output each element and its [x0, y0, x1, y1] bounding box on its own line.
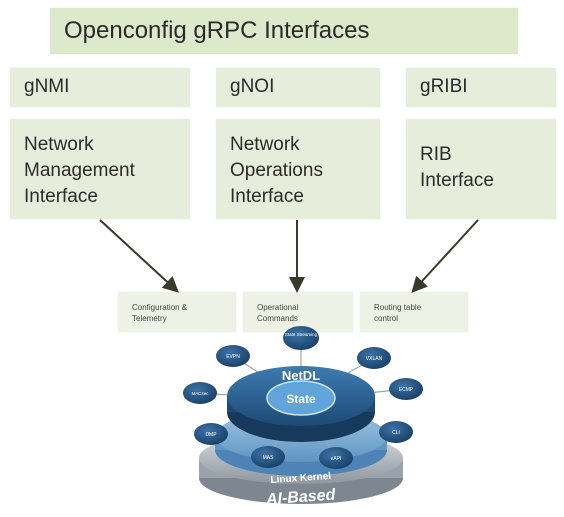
gribi-header-box: gRIBI	[406, 68, 556, 107]
node-macsec: MACsec	[183, 382, 217, 404]
title-box: Openconfig gRPC Interfaces	[50, 8, 518, 54]
gnoi-description-box: Network Operations Interface	[216, 119, 380, 219]
function-1-line-2: Telemetry	[132, 314, 167, 323]
gnoi-desc-line-3: Interface	[230, 186, 304, 207]
node-evpn: EVPN	[216, 345, 250, 367]
gribi-desc-line-1: RIB	[420, 144, 452, 165]
function-box-config-telemetry: Configuration & Telemetry	[118, 292, 236, 332]
function-2-line-1: Operational	[257, 303, 299, 312]
gnoi-label: gNOI	[230, 76, 275, 97]
state-core	[266, 380, 336, 416]
function-1-line-1: Configuration &	[132, 303, 188, 312]
function-3-line-2: control	[374, 314, 399, 323]
function-box-routing: Routing table control	[360, 292, 468, 332]
gnoi-desc-line-1: Network	[230, 134, 300, 155]
gnmi-label: gNMI	[24, 76, 70, 97]
node-vxlan: VXLAN	[357, 347, 391, 369]
node-eapi: eAPI	[319, 447, 353, 469]
node-dmp: DMP	[194, 423, 228, 445]
gnoi-desc-line-2: Operations	[230, 160, 323, 181]
linux-kernel-label: Linux Kernel	[270, 471, 331, 486]
diagram-title: Openconfig gRPC Interfaces	[64, 17, 370, 44]
node-cli-label: CLI	[392, 430, 400, 436]
ai-based-label: AI-Based	[265, 487, 338, 509]
node-evpn-label: EVPN	[226, 354, 240, 360]
gnmi-desc-line-1: Network	[24, 134, 94, 155]
node-mas-label: MAS	[263, 455, 275, 461]
gribi-description-box: RIB Interface	[406, 119, 556, 219]
function-box-operational: Operational Commands	[243, 292, 353, 332]
netdl-disk	[227, 366, 375, 442]
node-mas: MAS	[251, 446, 285, 468]
node-ecmp: ECMP	[389, 378, 423, 400]
arrow-gnmi	[99, 219, 179, 293]
node-state-streaming-label: State Streaming	[285, 332, 318, 337]
gribi-desc-line-2: Interface	[420, 170, 494, 191]
gnmi-description-box: Network Management Interface	[10, 119, 190, 219]
node-macsec-label: MACsec	[191, 391, 209, 396]
netdl-label: NetDL	[282, 368, 320, 383]
function-2-line-2: Commands	[257, 314, 298, 323]
gribi-label: gRIBI	[420, 76, 468, 97]
node-state-streaming: State Streaming	[283, 326, 319, 350]
gnmi-desc-line-2: Management	[24, 160, 135, 181]
gnoi-header-box: gNOI	[216, 68, 380, 107]
function-3-line-1: Routing table	[374, 303, 422, 312]
node-dmp-label: DMP	[205, 432, 217, 438]
arrow-gribi	[411, 219, 479, 293]
gnmi-desc-line-3: Interface	[24, 186, 98, 207]
gnmi-header-box: gNMI	[10, 68, 190, 107]
state-label: State	[286, 392, 316, 406]
node-vxlan-label: VXLAN	[366, 356, 383, 362]
node-cli: CLI	[379, 421, 413, 443]
node-ecmp-label: ECMP	[399, 387, 414, 393]
node-eapi-label: eAPI	[331, 456, 342, 462]
